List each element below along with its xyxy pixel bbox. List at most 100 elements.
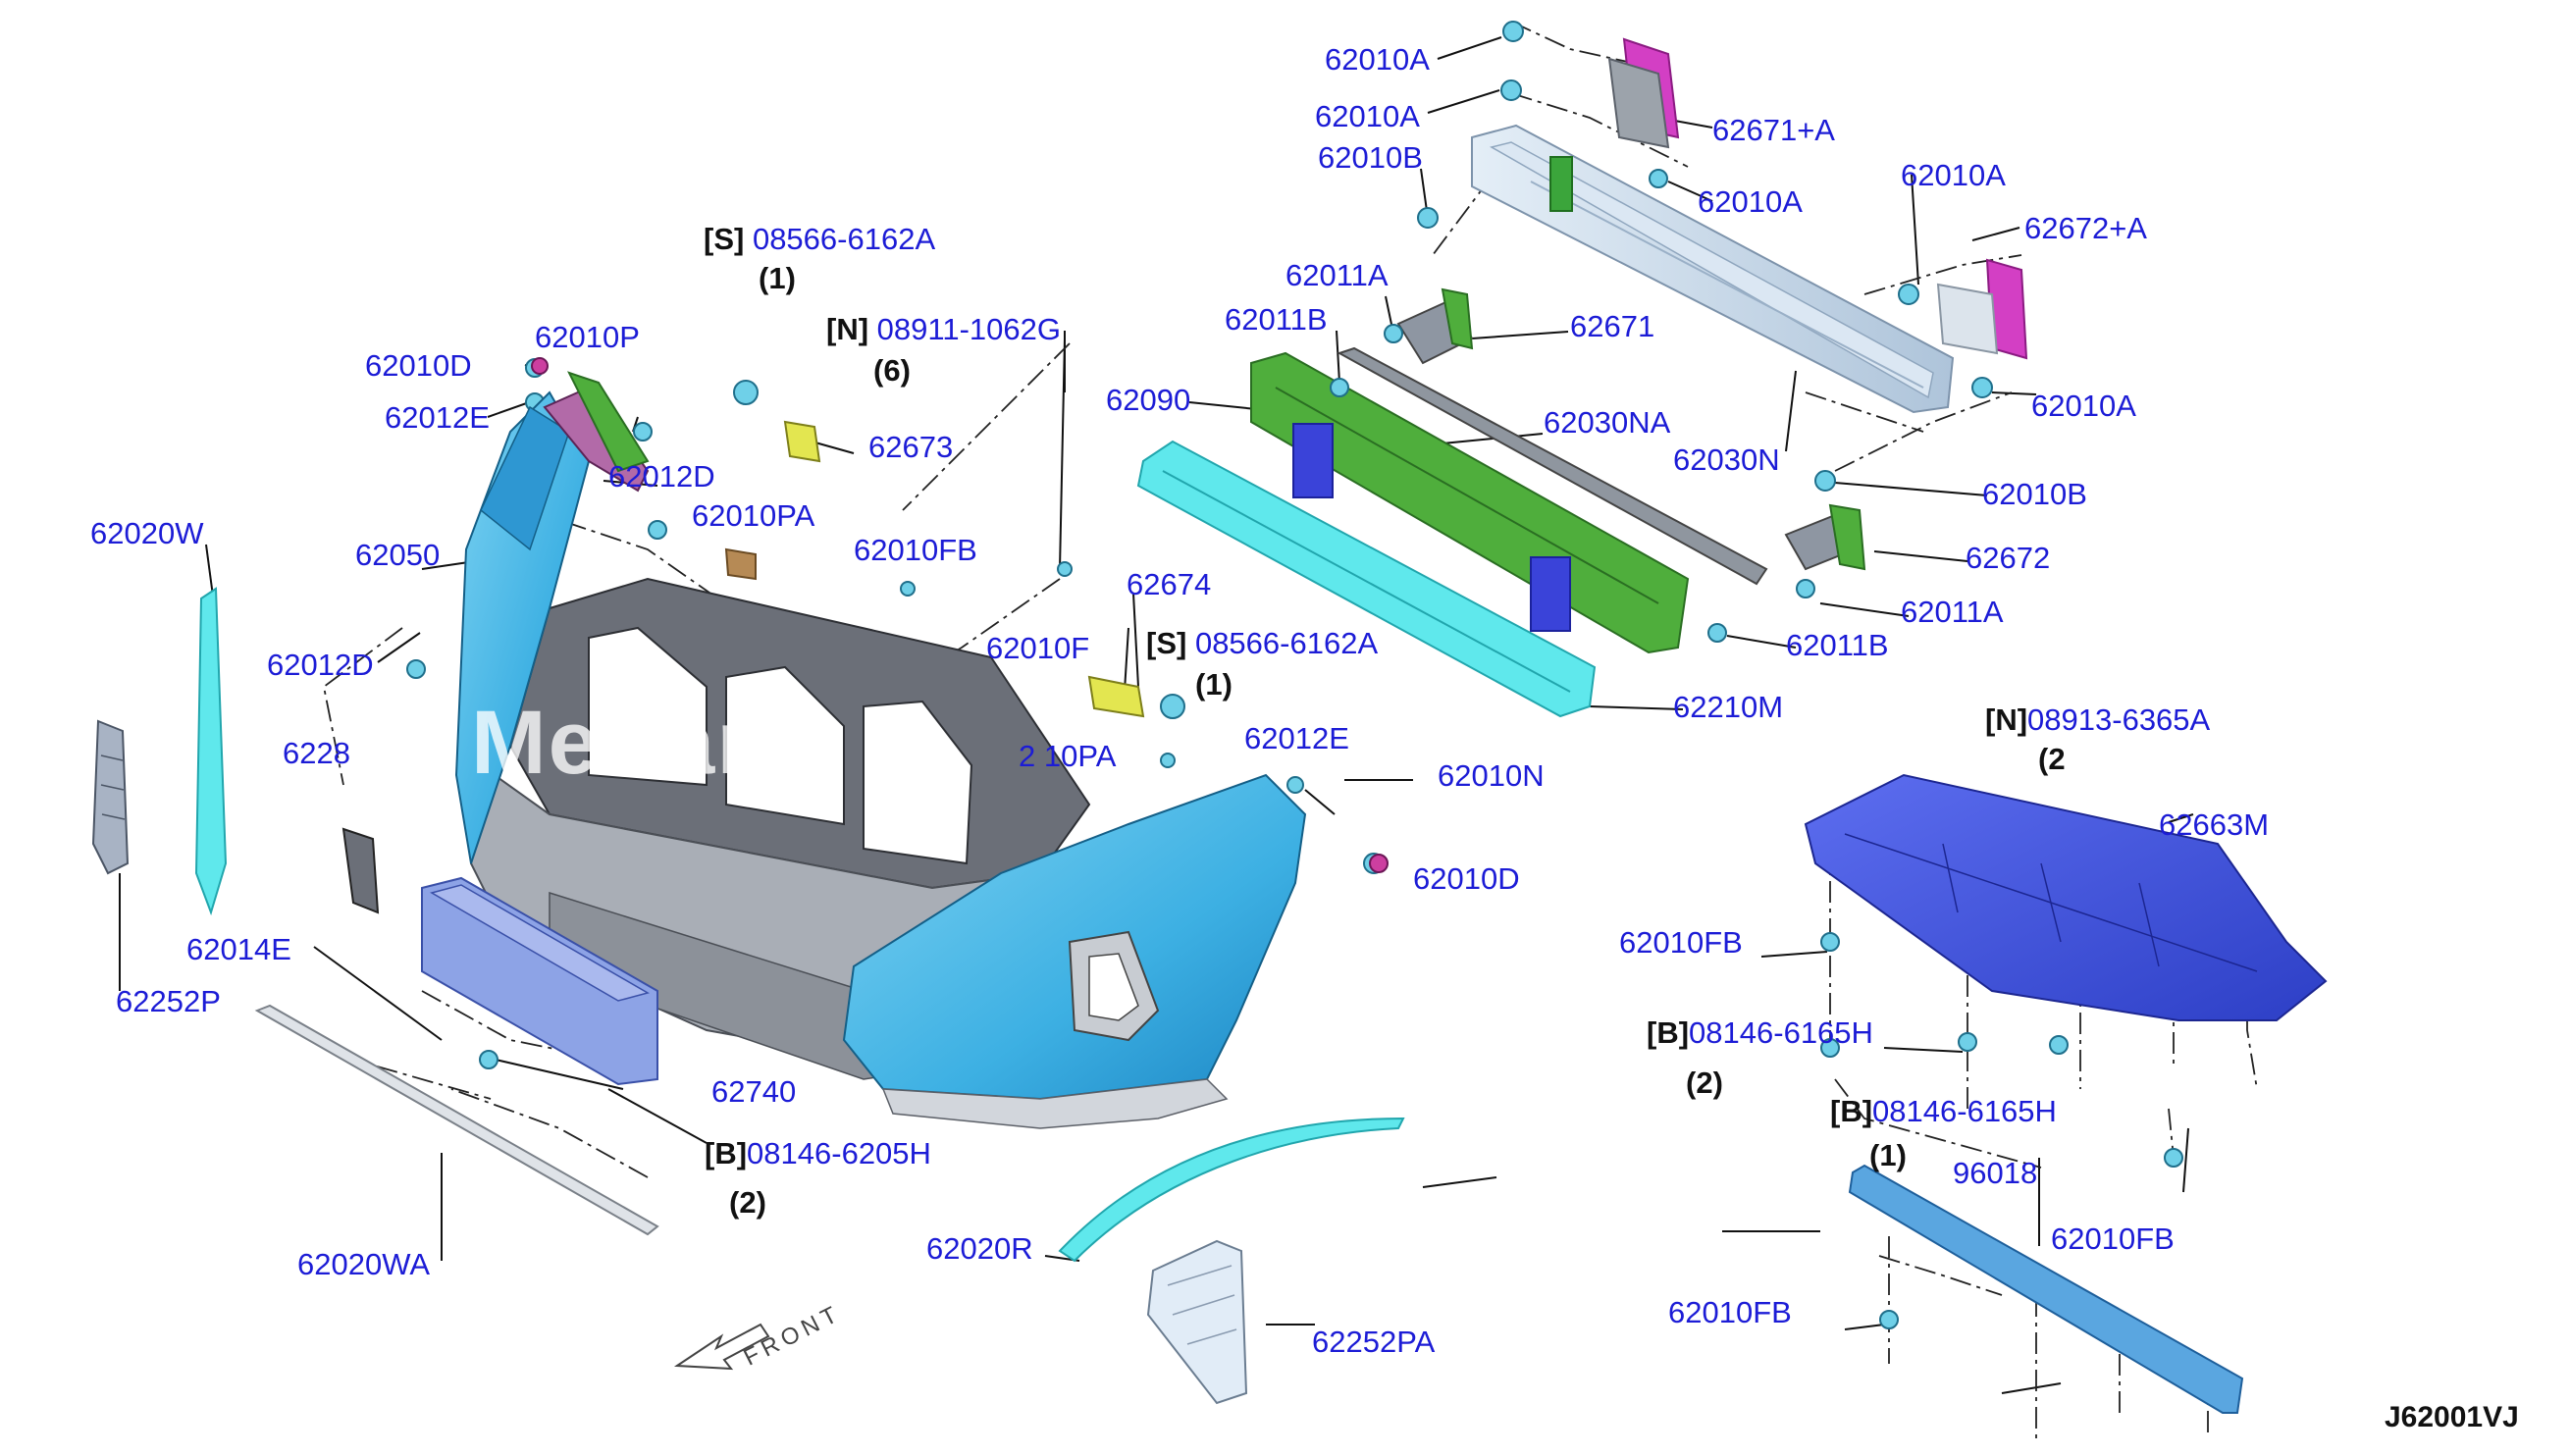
trim-62020R xyxy=(1058,1117,1405,1263)
label-62020R[interactable]: 62020R xyxy=(926,1231,1033,1266)
label-62740[interactable]: 62740 xyxy=(711,1074,797,1109)
callout-part: 08566-6162A xyxy=(752,222,936,256)
callout-part: 08146-6165H xyxy=(1872,1094,2057,1128)
callout-n-08911-1062G[interactable]: [N] 08911-1062G xyxy=(826,314,1061,344)
strip-62030NA xyxy=(1337,346,1768,586)
label-62663M[interactable]: 62663M xyxy=(2159,807,2270,842)
label-62010A[interactable]: 62010A xyxy=(1315,99,1420,133)
absorber-62210M xyxy=(1136,440,1597,718)
label-62010F[interactable]: 62010F xyxy=(986,631,1090,665)
label-96018[interactable]: 96018 xyxy=(1953,1156,2038,1190)
label-62010FB[interactable]: 62010FB xyxy=(1668,1295,1792,1329)
grille-insert-62252PA xyxy=(1146,1239,1248,1405)
bracket-62010PA xyxy=(724,547,757,581)
callout-b-08146-6165H[interactable]: [B]08146-6165H xyxy=(1647,1017,1873,1048)
label-62012E[interactable]: 62012E xyxy=(385,400,490,435)
label-62010D[interactable]: 62010D xyxy=(365,348,472,383)
callout-quantity: (2 xyxy=(2038,742,2066,776)
label-62030NA[interactable]: 62030NA xyxy=(1544,405,1671,440)
label-62050[interactable]: 62050 xyxy=(355,538,441,572)
bracket-62674 xyxy=(1087,675,1145,718)
callout-quantity: (6) xyxy=(873,353,911,388)
clip-62010D xyxy=(1369,854,1389,873)
label-62210M[interactable]: 62210M xyxy=(1673,690,1784,724)
label-62010D[interactable]: 62010D xyxy=(1413,861,1520,896)
label-62011B[interactable]: 62011B xyxy=(1786,628,1889,662)
label-62252PA[interactable]: 62252PA xyxy=(1312,1325,1436,1359)
label-62673[interactable]: 62673 xyxy=(868,430,954,464)
label-62672[interactable]: 62672 xyxy=(1966,541,2051,575)
callout-part: 08146-6165H xyxy=(1689,1015,1873,1050)
callout-prefix: [N] xyxy=(1985,702,2028,737)
callout-prefix: [S] xyxy=(704,222,745,256)
grille-insert-62252P xyxy=(91,719,130,875)
bumper-reinforcement xyxy=(1471,124,1955,414)
stay-62672 xyxy=(1784,503,1866,571)
label-62252P[interactable]: 62252P xyxy=(116,984,221,1018)
callout-b-08146-6205H[interactable]: [B]08146-6205H xyxy=(705,1138,931,1169)
upper-strip-62050 xyxy=(543,371,650,493)
callout-part: 08146-6205H xyxy=(747,1136,931,1170)
callout-part: 08913-6365A xyxy=(2027,702,2211,737)
label-62011B[interactable]: 62011B xyxy=(1225,302,1328,337)
reinforcement-bracket-right xyxy=(1936,258,2028,360)
callout-b-08146-6165H[interactable]: [B]08146-6165H xyxy=(1830,1096,2057,1126)
label-62672+A[interactable]: 62672+A xyxy=(2024,211,2147,245)
label-62674[interactable]: 62674 xyxy=(1127,567,1212,601)
trim-62020W xyxy=(194,587,228,916)
callout-prefix: [B] xyxy=(1647,1015,1690,1050)
callout-prefix: [B] xyxy=(705,1136,748,1170)
label-62020W[interactable]: 62020W xyxy=(90,516,204,550)
front-arrow xyxy=(673,1323,770,1371)
label-62011A[interactable]: 62011A xyxy=(1285,258,1389,292)
label-62090[interactable]: 62090 xyxy=(1106,383,1191,417)
callout-quantity: (1) xyxy=(1195,667,1233,702)
callout-prefix: [S] xyxy=(1146,626,1187,660)
plate-bracket-62740 xyxy=(421,876,658,1086)
label-62010P[interactable]: 62010P xyxy=(535,320,640,354)
reinforcement-bracket-left xyxy=(1549,37,1680,212)
bumper-fascia xyxy=(454,390,1307,1129)
label-62671[interactable]: 62671 xyxy=(1570,309,1655,343)
label-62010FB[interactable]: 62010FB xyxy=(854,533,977,567)
bolts xyxy=(406,21,2183,1329)
callout-part: 08911-1062G xyxy=(876,312,1061,346)
label-fragment[interactable]: 6228 xyxy=(283,736,350,770)
energy-absorber-62090 xyxy=(1250,351,1690,654)
watermark-text: Mer ant xyxy=(471,693,807,793)
label-62012D[interactable]: 62012D xyxy=(608,459,715,494)
label-fragment[interactable]: 62012E xyxy=(1244,721,1349,755)
label-fragment[interactable]: 62010N xyxy=(1438,758,1545,793)
label-62010A[interactable]: 62010A xyxy=(1901,158,2006,192)
callout-s-08566-6162A[interactable]: [S] 08566-6162A xyxy=(1146,628,1378,658)
stay-62671 xyxy=(1396,287,1474,365)
label-fragment[interactable]: 2 10PA xyxy=(1019,739,1117,773)
label-62030N[interactable]: 62030N xyxy=(1673,442,1780,477)
label-62010FB[interactable]: 62010FB xyxy=(1619,925,1743,960)
callout-prefix: [N] xyxy=(826,312,869,346)
undercover-62663M xyxy=(1804,773,2328,1021)
label-62010B[interactable]: 62010B xyxy=(1982,477,2087,511)
callout-quantity: (1) xyxy=(1869,1138,1907,1172)
label-62010FB[interactable]: 62010FB xyxy=(2051,1222,2175,1256)
label-62011A[interactable]: 62011A xyxy=(1901,595,2004,629)
bracket-62673 xyxy=(783,420,821,463)
label-62010B[interactable]: 62010B xyxy=(1318,140,1423,175)
label-62010A[interactable]: 62010A xyxy=(1325,42,1430,77)
callout-s-08566-6162A[interactable]: [S] 08566-6162A xyxy=(704,224,935,254)
sensor-bracket xyxy=(341,827,380,914)
callout-quantity: (2) xyxy=(729,1185,766,1220)
label-62014E[interactable]: 62014E xyxy=(186,932,291,966)
deflector-96018 xyxy=(1848,1164,2244,1414)
label-62010A[interactable]: 62010A xyxy=(1698,184,1803,219)
clip-62010D-top xyxy=(531,357,549,375)
label-62012D[interactable]: 62012D xyxy=(267,648,374,682)
label-62671+A[interactable]: 62671+A xyxy=(1712,113,1835,147)
label-62020WA[interactable]: 62020WA xyxy=(297,1247,430,1281)
callout-n-08913-6365A[interactable]: [N]08913-6365A xyxy=(1985,704,2210,735)
diagram-code: J62001VJ xyxy=(2385,1401,2519,1433)
label-62010A[interactable]: 62010A xyxy=(2031,389,2136,423)
label-62010PA[interactable]: 62010PA xyxy=(692,498,815,533)
